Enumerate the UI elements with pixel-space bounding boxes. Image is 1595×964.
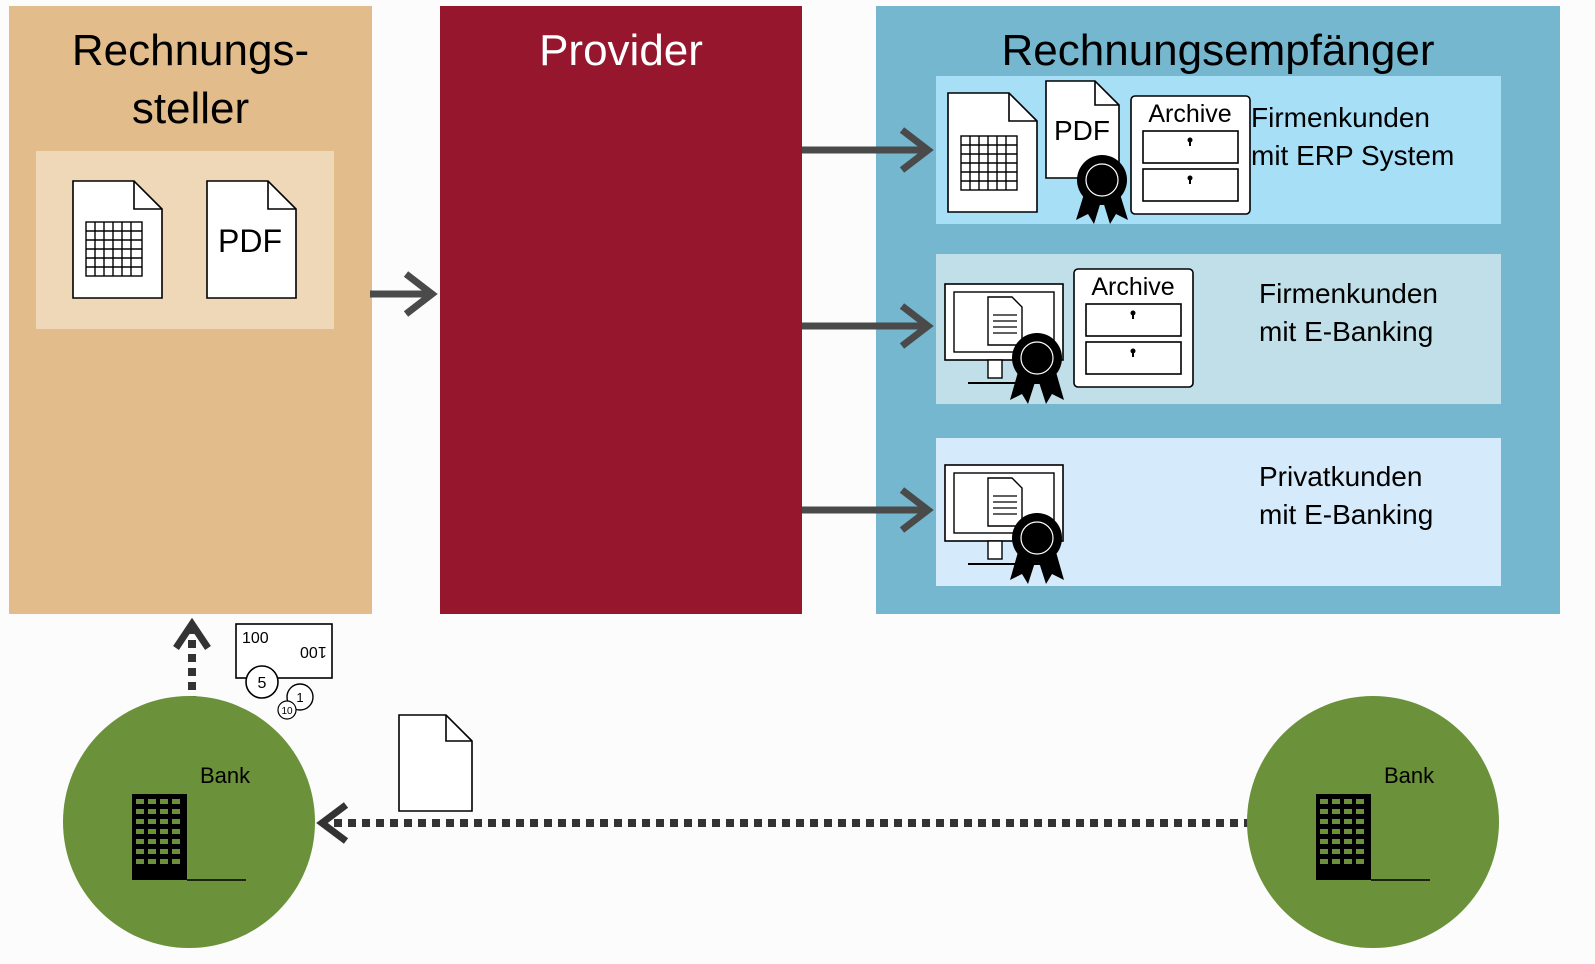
invoice-sender-title: Rechnungs- steller [71,26,310,133]
computer-monitor-icon [944,283,1064,384]
bank-building-icon [132,794,246,881]
certificate-seal-icon [1010,513,1064,584]
invoice-recipient-title: Rechnungsempfänger [1001,26,1435,75]
pdf-label: PDF [1054,115,1110,146]
bank-label: Bank [200,763,251,788]
arrow-provider-to-private-ebanking [802,487,934,533]
bank-building-icon [1316,794,1430,881]
arrow-provider-to-business-ebanking [802,303,934,349]
money-icon: 100 100 5 1 10 [235,623,333,720]
payment-flow-arrow [316,802,1250,844]
coin-small-value: 10 [281,706,293,717]
coin-medium-value: 1 [296,690,303,705]
arrow-provider-to-erp [802,127,934,173]
spreadsheet-document-icon [947,92,1038,213]
bank-label: Bank [1384,763,1435,788]
recipient-label-erp: Firmenkunden mit ERP System [1251,102,1455,171]
archive-label: Archive [1091,273,1174,301]
banknote-bottom-value: 100 [300,643,327,660]
certificate-seal-icon [1010,333,1064,404]
provider-column: Provider [440,6,802,614]
recipient-label-private-ebanking: Privatkunden mit E-Banking [1259,461,1434,530]
archive-cabinet-icon: Archive [1130,95,1251,215]
pdf-document-icon: PDF [1045,80,1120,179]
pdf-document-icon: PDF [206,180,297,299]
archive-cabinet-icon: Archive [1073,268,1194,388]
spreadsheet-document-icon [72,180,163,299]
bank-node-sender: Bank [63,696,315,948]
payment-confirmation-arrow [173,617,211,698]
provider-title: Provider [539,26,703,75]
archive-label: Archive [1148,100,1231,128]
pdf-label: PDF [218,223,282,259]
coin-large-value: 5 [258,675,267,692]
bank-node-recipient: Bank [1247,696,1499,948]
certificate-seal-icon [1076,155,1128,224]
arrow-sender-to-provider [370,271,438,317]
recipient-label-business-ebanking: Firmenkunden mit E-Banking [1259,278,1438,347]
payment-slip-document-icon [398,714,473,812]
banknote-top-value: 100 [242,630,269,647]
